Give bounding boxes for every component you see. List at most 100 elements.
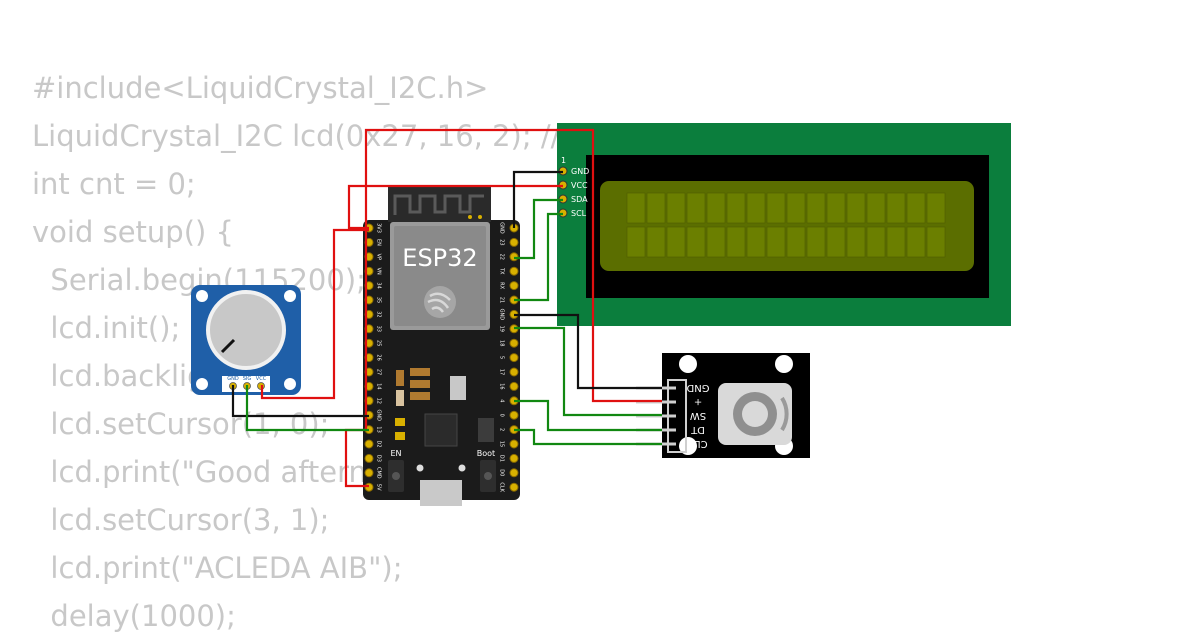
esp32-right-pin-label: D1 <box>499 455 505 462</box>
esp32-left-pin-label: 12 <box>376 398 382 404</box>
esp32-left-pin-label: D3 <box>376 455 382 462</box>
esp32-right-pin-label: 4 <box>499 399 505 402</box>
esp32-left-pin-label: VN <box>376 268 382 275</box>
lcd-character-grid <box>626 192 946 258</box>
lcd-cell <box>846 192 866 224</box>
lcd-pin-label: VCC <box>571 181 588 190</box>
esp32-right-pad[interactable] <box>509 252 519 262</box>
esp32-left-pin-label: D2 <box>376 440 382 447</box>
esp32-right-pin-label: D0 <box>499 469 505 476</box>
antenna-trace <box>393 194 484 215</box>
pot-pin-label: VCC <box>256 376 267 382</box>
lcd-cell <box>686 226 706 258</box>
esp32-right-pad[interactable] <box>509 453 519 463</box>
encoder-pin-label: DT <box>690 424 705 435</box>
esp32-left-pin-label: 13 <box>376 426 382 432</box>
code-line: lcd.setCursor(3, 1); <box>32 503 330 537</box>
lcd-cell <box>866 192 886 224</box>
boot-label: Boot <box>477 449 495 458</box>
code-line: delay(1000); <box>32 599 236 633</box>
esp32-right-pad[interactable] <box>509 381 519 391</box>
esp32-left-pin-label: 26 <box>376 354 382 360</box>
esp32-left-pad[interactable] <box>364 453 374 463</box>
esp32-left-pin-label: 34 <box>376 282 382 288</box>
wire-encoder-dt <box>514 399 662 432</box>
wire-3v3-to-pot-vcc <box>260 228 369 400</box>
lcd-cell <box>846 226 866 258</box>
lcd-cell <box>926 192 946 224</box>
lcd-cell <box>766 226 786 258</box>
lcd-cell <box>646 192 666 224</box>
wire-5v-to-encoder-plus <box>344 128 662 488</box>
esp32-right-pad[interactable] <box>509 439 519 449</box>
esp32-right-pin-label: GND <box>499 309 505 321</box>
esp32-right-pad[interactable] <box>509 410 519 420</box>
micro-usb-port <box>420 480 462 506</box>
esp32-right-pad[interactable] <box>509 266 519 276</box>
lcd-cell <box>926 226 946 258</box>
esp32-left-pad[interactable] <box>364 482 374 492</box>
lcd-cell <box>666 226 686 258</box>
code-line: LiquidCrystal_I2C lcd(0x27, 16, 2); // <box>32 119 561 153</box>
esp32-right-pad[interactable] <box>509 482 519 492</box>
lcd-cell <box>886 192 906 224</box>
lcd-cell <box>746 226 766 258</box>
esp32-left-pin-label: 25 <box>376 340 382 346</box>
encoder-pin-label: GND <box>686 382 709 393</box>
en-label: EN <box>390 449 401 458</box>
esp32-left-pin-label: 32 <box>376 311 382 317</box>
lcd-cell <box>646 226 666 258</box>
esp32-right-pin-label: 19 <box>499 326 505 332</box>
lcd-cell <box>806 226 826 258</box>
esp32-left-pad[interactable] <box>364 439 374 449</box>
pot-knob[interactable] <box>206 290 286 370</box>
wire-pot-gnd <box>231 385 369 418</box>
esp32-right-pin-label: 2 <box>499 428 505 431</box>
esp32-right-pad[interactable] <box>509 367 519 377</box>
encoder-pin-label: + <box>694 396 702 407</box>
esp32-left-pin-label: 33 <box>376 326 382 332</box>
code-line: lcd.print("ACLEDA AIB"); <box>32 551 403 585</box>
code-line: void setup() { <box>32 215 234 249</box>
lcd-cell <box>686 192 706 224</box>
esp32-left-pin-label: CMD <box>376 467 382 479</box>
esp32-left-pin-label: 35 <box>376 297 382 303</box>
esp32-left-pin-label: 14 <box>376 383 382 389</box>
pot-pin-label: GND <box>227 376 239 382</box>
esp32-module-can <box>394 226 486 326</box>
lcd-cell <box>626 226 646 258</box>
lcd-cell <box>726 192 746 224</box>
lcd-cell <box>826 192 846 224</box>
lcd-cell <box>726 226 746 258</box>
esp32-left-pad[interactable] <box>364 468 374 478</box>
esp32-right-pin-label: 18 <box>499 340 505 346</box>
lcd-pin-label: SCL <box>571 209 587 218</box>
pot-indicator <box>220 338 236 354</box>
esp32-right-pad[interactable] <box>509 237 519 247</box>
espressif-logo-icon <box>424 286 456 318</box>
esp32-board[interactable]: ESP32 3V3ENVPVN343532332526271412GND13D2… <box>363 186 520 506</box>
esp32-right-pad[interactable] <box>509 281 519 291</box>
lcd-cell <box>786 192 806 224</box>
wire-pot-signal <box>245 385 369 432</box>
esp32-right-pad[interactable] <box>509 468 519 478</box>
lcd-cell <box>666 192 686 224</box>
lcd-cell <box>786 226 806 258</box>
esp32-label: ESP32 <box>402 244 477 272</box>
esp32-left-pin-label: GND <box>376 409 382 421</box>
esp32-right-pin-label: 16 <box>499 383 505 389</box>
wire-scl <box>514 212 563 302</box>
lcd-cell <box>626 192 646 224</box>
lcd-cell <box>766 192 786 224</box>
code-line: lcd.init(); <box>32 311 181 345</box>
wire-encoder-clk <box>514 428 662 446</box>
esp32-right-pin-label: CLK <box>499 482 505 492</box>
lcd-cell <box>826 226 846 258</box>
esp32-right-pad[interactable] <box>509 353 519 363</box>
esp32-right-pad[interactable] <box>509 338 519 348</box>
wires <box>231 128 662 488</box>
lcd-cell <box>706 192 726 224</box>
